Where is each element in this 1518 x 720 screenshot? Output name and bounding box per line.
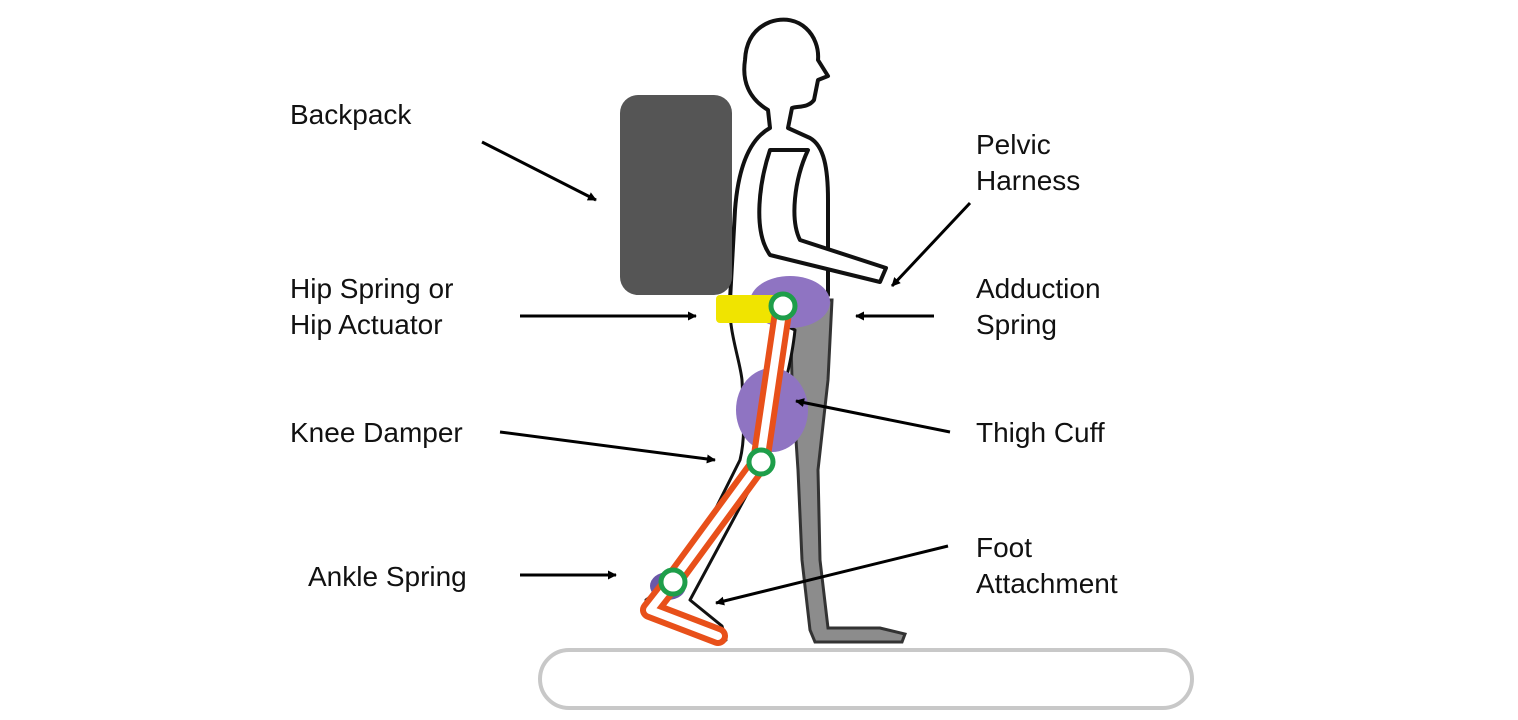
annotation-arrows: [481, 140, 972, 606]
label-pelvic-harness: Pelvic Harness: [976, 129, 1081, 196]
arrow-backpack: [481, 140, 597, 202]
label-backpack: Backpack: [290, 99, 412, 130]
label-thigh-cuff: Thigh Cuff: [976, 417, 1105, 448]
human-arm: [757, 148, 888, 284]
label-foot-attachment: Foot Attachment: [976, 532, 1118, 599]
far-leg: [788, 298, 908, 644]
arrow-knee-damper: [499, 430, 716, 464]
hip-joint: [768, 291, 798, 321]
label-knee-damper: Knee Damper: [290, 417, 463, 448]
hip-actuator: [716, 295, 784, 323]
arrow-pelvic-harness: [890, 201, 972, 288]
backpack: [620, 95, 732, 295]
knee-joint: [746, 447, 776, 477]
label-hip-spring-or-actuator: Hip Spring or Hip Actuator: [290, 273, 454, 340]
arrow-thigh-cuff: [795, 398, 951, 434]
label-ankle-spring: Ankle Spring: [308, 561, 467, 592]
label-adduction-spring: Adduction Spring: [976, 273, 1101, 340]
treadmill: [538, 648, 1194, 710]
ankle-joint: [658, 567, 688, 597]
arrow-foot-attachment: [715, 544, 949, 606]
